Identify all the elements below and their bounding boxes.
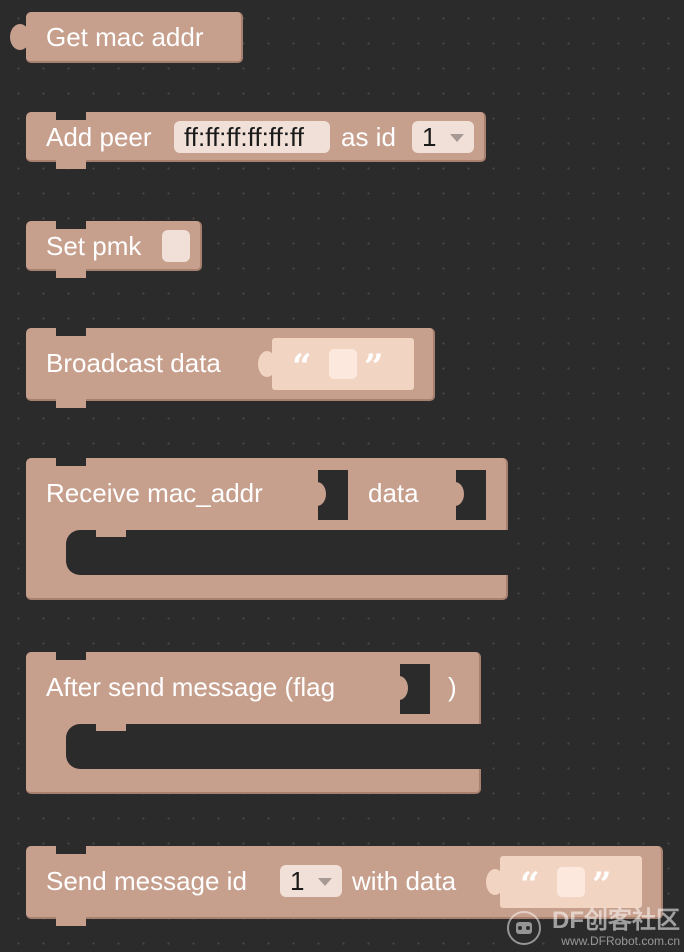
receive-statement-slot[interactable] bbox=[66, 530, 510, 575]
send-id-value: 1 bbox=[290, 866, 305, 896]
broadcast-data-label: Broadcast data bbox=[46, 348, 221, 378]
after-send-label: After send message (flag bbox=[46, 672, 336, 702]
as-id-label: as id bbox=[341, 122, 396, 152]
send-message-id-label: Send message id bbox=[46, 866, 247, 896]
broadcast-string-block[interactable]: “ ” bbox=[272, 338, 414, 390]
after-send-statement-slot[interactable] bbox=[66, 724, 483, 769]
close-quote-icon: ” bbox=[592, 865, 612, 905]
receive-mac-addr-label: Receive mac_addr bbox=[46, 478, 263, 508]
open-quote-icon: “ bbox=[520, 865, 540, 905]
set-pmk-block[interactable]: Set pmk bbox=[26, 221, 202, 278]
chevron-down-icon bbox=[318, 878, 332, 886]
string-output-tab bbox=[486, 869, 504, 895]
after-send-block[interactable]: After send message (flag ) bbox=[26, 652, 483, 794]
set-pmk-label: Set pmk bbox=[46, 231, 142, 261]
peer-id-dropdown[interactable]: 1 bbox=[412, 121, 474, 153]
output-tab bbox=[10, 24, 30, 50]
dfrobot-logo-icon bbox=[507, 911, 541, 945]
get-mac-addr-label: Get mac addr bbox=[46, 22, 204, 52]
add-peer-label: Add peer bbox=[46, 122, 152, 152]
peer-id-value: 1 bbox=[422, 122, 437, 152]
send-message-block[interactable]: Send message id 1 with data “ ” bbox=[26, 846, 663, 926]
receive-block[interactable]: Receive mac_addr data bbox=[26, 458, 510, 600]
dfrobot-watermark: DF创客社区 www.DFRobot.com.cn bbox=[507, 907, 680, 948]
string-output-tab bbox=[258, 351, 276, 377]
watermark-main-text: DF创客社区 bbox=[552, 907, 680, 934]
close-paren-label: ) bbox=[448, 672, 457, 702]
chevron-down-icon bbox=[450, 134, 464, 142]
watermark-url-text: www.DFRobot.com.cn bbox=[561, 934, 680, 948]
broadcast-data-block[interactable]: Broadcast data “ ” bbox=[26, 328, 435, 408]
receive-data-label: data bbox=[368, 478, 419, 508]
send-id-dropdown[interactable]: 1 bbox=[280, 865, 342, 897]
send-text-input[interactable] bbox=[557, 867, 585, 897]
broadcast-text-input[interactable] bbox=[329, 349, 357, 379]
pmk-input[interactable] bbox=[162, 230, 190, 262]
add-peer-block[interactable]: Add peer ff:ff:ff:ff:ff:ff as id 1 bbox=[26, 112, 486, 169]
open-quote-icon: “ bbox=[292, 347, 312, 387]
get-mac-addr-block[interactable]: Get mac addr bbox=[26, 12, 243, 63]
mac-address-field[interactable]: ff:ff:ff:ff:ff:ff bbox=[174, 121, 330, 153]
send-string-block[interactable]: “ ” bbox=[500, 856, 642, 908]
with-data-label: with data bbox=[352, 866, 457, 896]
close-quote-icon: ” bbox=[364, 347, 384, 387]
